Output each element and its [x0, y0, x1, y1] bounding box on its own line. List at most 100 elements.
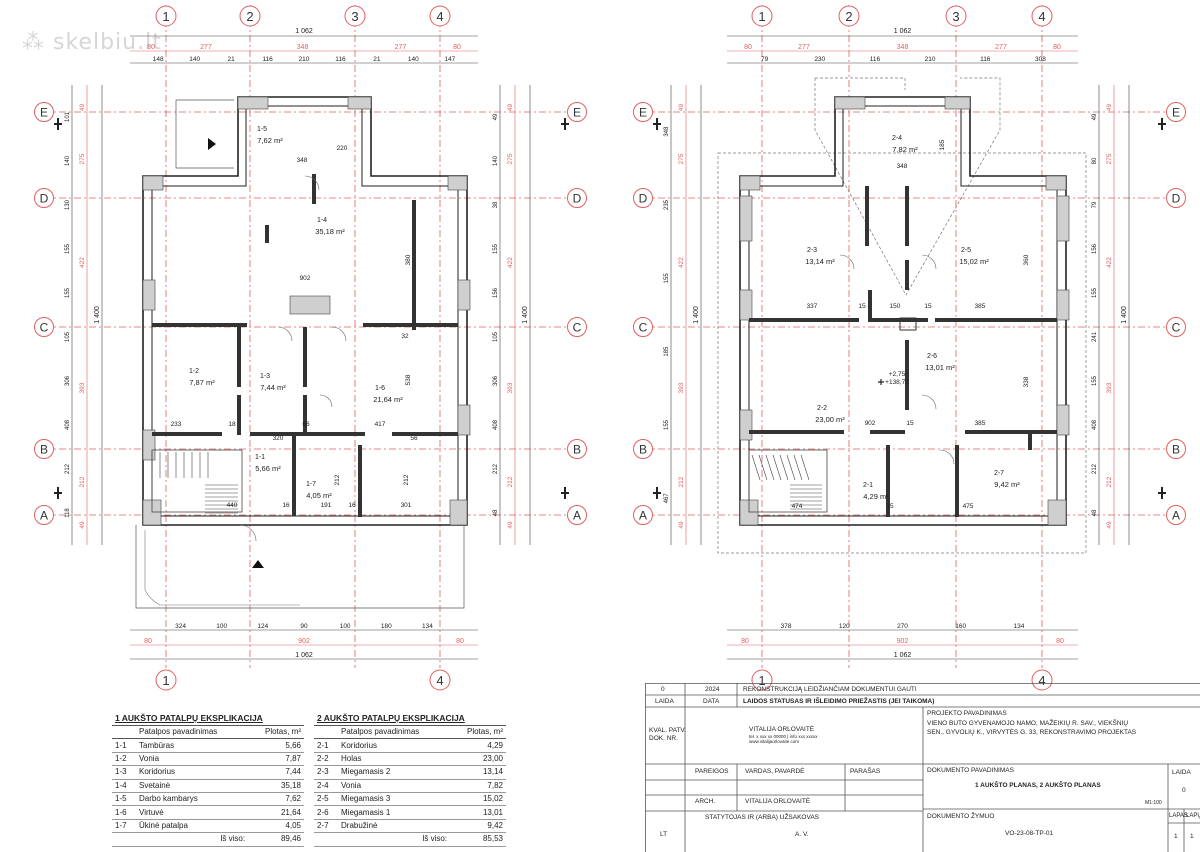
tb-author-small2: www.vitalijaorlovaite.com: [749, 739, 800, 744]
stair-step: [758, 454, 768, 481]
dimension-label: 80: [1092, 157, 1098, 164]
room-id: 2-4: [892, 135, 902, 142]
dimension-label: 212: [493, 463, 499, 474]
wall-block: [447, 175, 468, 191]
grid-label: D: [639, 192, 648, 206]
stair-step: [765, 454, 775, 481]
dimension-label: 49: [1106, 104, 1113, 112]
dimension-label: 116: [262, 56, 273, 63]
room-number: 1-5: [112, 792, 136, 807]
dimension-label: 116: [870, 56, 881, 63]
room-area: 4,05: [248, 819, 304, 834]
room-area: 7,87: [248, 752, 304, 767]
table2-total-label: Iš viso:: [338, 832, 451, 847]
dimension-label: 393: [79, 382, 86, 393]
room-number: 1-4: [112, 779, 136, 793]
dimension-label: 393: [507, 382, 514, 393]
dimension-label: 21: [373, 56, 381, 63]
dimension-label: 49: [507, 104, 514, 112]
interior-wall: [250, 432, 365, 436]
tb-laida-val: 0: [1182, 787, 1186, 794]
wall-block: [739, 409, 753, 441]
grid-label: D: [573, 192, 582, 206]
grid-label: B: [40, 443, 48, 457]
dimension-label: 385: [975, 303, 986, 310]
roof-ridge: [814, 77, 1001, 296]
table2-total: 85,53: [450, 832, 506, 847]
dimension-label: 80: [1056, 638, 1064, 645]
dimension-label: 1 062: [894, 28, 912, 35]
tb-arch: ARCH.: [695, 798, 716, 805]
wall-block: [1056, 404, 1070, 436]
grid-bubble: [1166, 505, 1186, 525]
dimension-label: 210: [925, 56, 936, 63]
room-number: 2-7: [314, 819, 338, 834]
grid-label: 4: [436, 673, 443, 688]
interior-wall: [303, 395, 307, 435]
room-area: 7,87 m²: [189, 378, 215, 387]
room-name: Svetainė: [136, 779, 249, 793]
dimension-label: 134: [422, 623, 433, 630]
dimension-label: 902: [897, 638, 909, 645]
stair-step: [793, 454, 803, 481]
dimension-label: 80: [144, 638, 152, 645]
dimension-label: 15: [858, 303, 866, 310]
table2-col-name: Patalpos pavadinimas: [338, 724, 451, 740]
wall-block: [1056, 195, 1070, 242]
dimension-label: 140: [65, 155, 71, 166]
interior-wall: [905, 260, 909, 290]
dimension-label: 408: [1092, 419, 1098, 430]
grid-label: A: [40, 509, 48, 523]
dimension-label: 79: [1092, 201, 1098, 208]
grid-bubble: [429, 5, 451, 27]
dimension-label: 155: [493, 243, 499, 254]
interior-wall: [749, 430, 844, 434]
wall-block: [739, 195, 753, 242]
dimension-label: 467: [664, 493, 670, 504]
grid-label: A: [639, 509, 647, 523]
title-block: 0 2024 REKONSTRUKCIJĄ LEIDŽIANČIAM DOKUM…: [645, 683, 1200, 852]
room-number: 1-2: [112, 752, 136, 767]
dimension-label: 277: [395, 44, 407, 51]
dimension-label: 212: [1106, 476, 1113, 487]
grid-bubble: [34, 439, 54, 459]
table1-col-name: Patalpos pavadinimas: [136, 724, 249, 740]
tb-r2-a: LAIDA: [655, 698, 674, 705]
dimension-label: 337: [807, 303, 818, 310]
room-name: Miegamasis 2: [338, 765, 451, 780]
room-number: 2-6: [314, 805, 338, 820]
room-area: 9,42 m²: [994, 480, 1020, 489]
dimension-label: 130: [65, 199, 71, 210]
tb-scale: M1:100: [1145, 800, 1162, 806]
interior-wall: [303, 327, 307, 387]
grid-bubble: [567, 439, 587, 459]
dimension-label: 378: [781, 623, 792, 630]
wall-block: [449, 499, 468, 526]
dimension-label: 1 400: [1121, 306, 1128, 324]
dimension-label: 360: [1023, 254, 1030, 265]
interior-wall: [870, 430, 905, 434]
dimension-label: 306: [65, 375, 71, 386]
dimension-label: 301: [401, 502, 412, 509]
dimension-label: 348: [297, 157, 308, 164]
room-id: 1-7: [306, 481, 316, 488]
room-number: 1-7: [112, 819, 136, 834]
dimension-label: 38: [493, 201, 499, 208]
grid-label: 4: [436, 9, 443, 24]
grid-bubble: [1166, 188, 1186, 208]
dimension-label: 902: [300, 275, 311, 282]
dimension-label: 324: [175, 623, 186, 630]
elevation-mark: +138,72: [885, 379, 909, 386]
interior-wall: [265, 225, 269, 243]
grid-bubble: [633, 102, 653, 122]
dimension-label: 79: [761, 56, 769, 63]
dimension-label: 56: [410, 435, 418, 442]
outer-wall: [739, 96, 1067, 526]
grid-label: 1: [758, 673, 765, 688]
wall-block: [237, 96, 269, 110]
room-area: 13,14 m²: [805, 257, 835, 266]
room-area: 7,62 m²: [257, 136, 283, 145]
dimension-label: 1 400: [522, 306, 529, 324]
room-area: 35,18: [248, 779, 304, 793]
